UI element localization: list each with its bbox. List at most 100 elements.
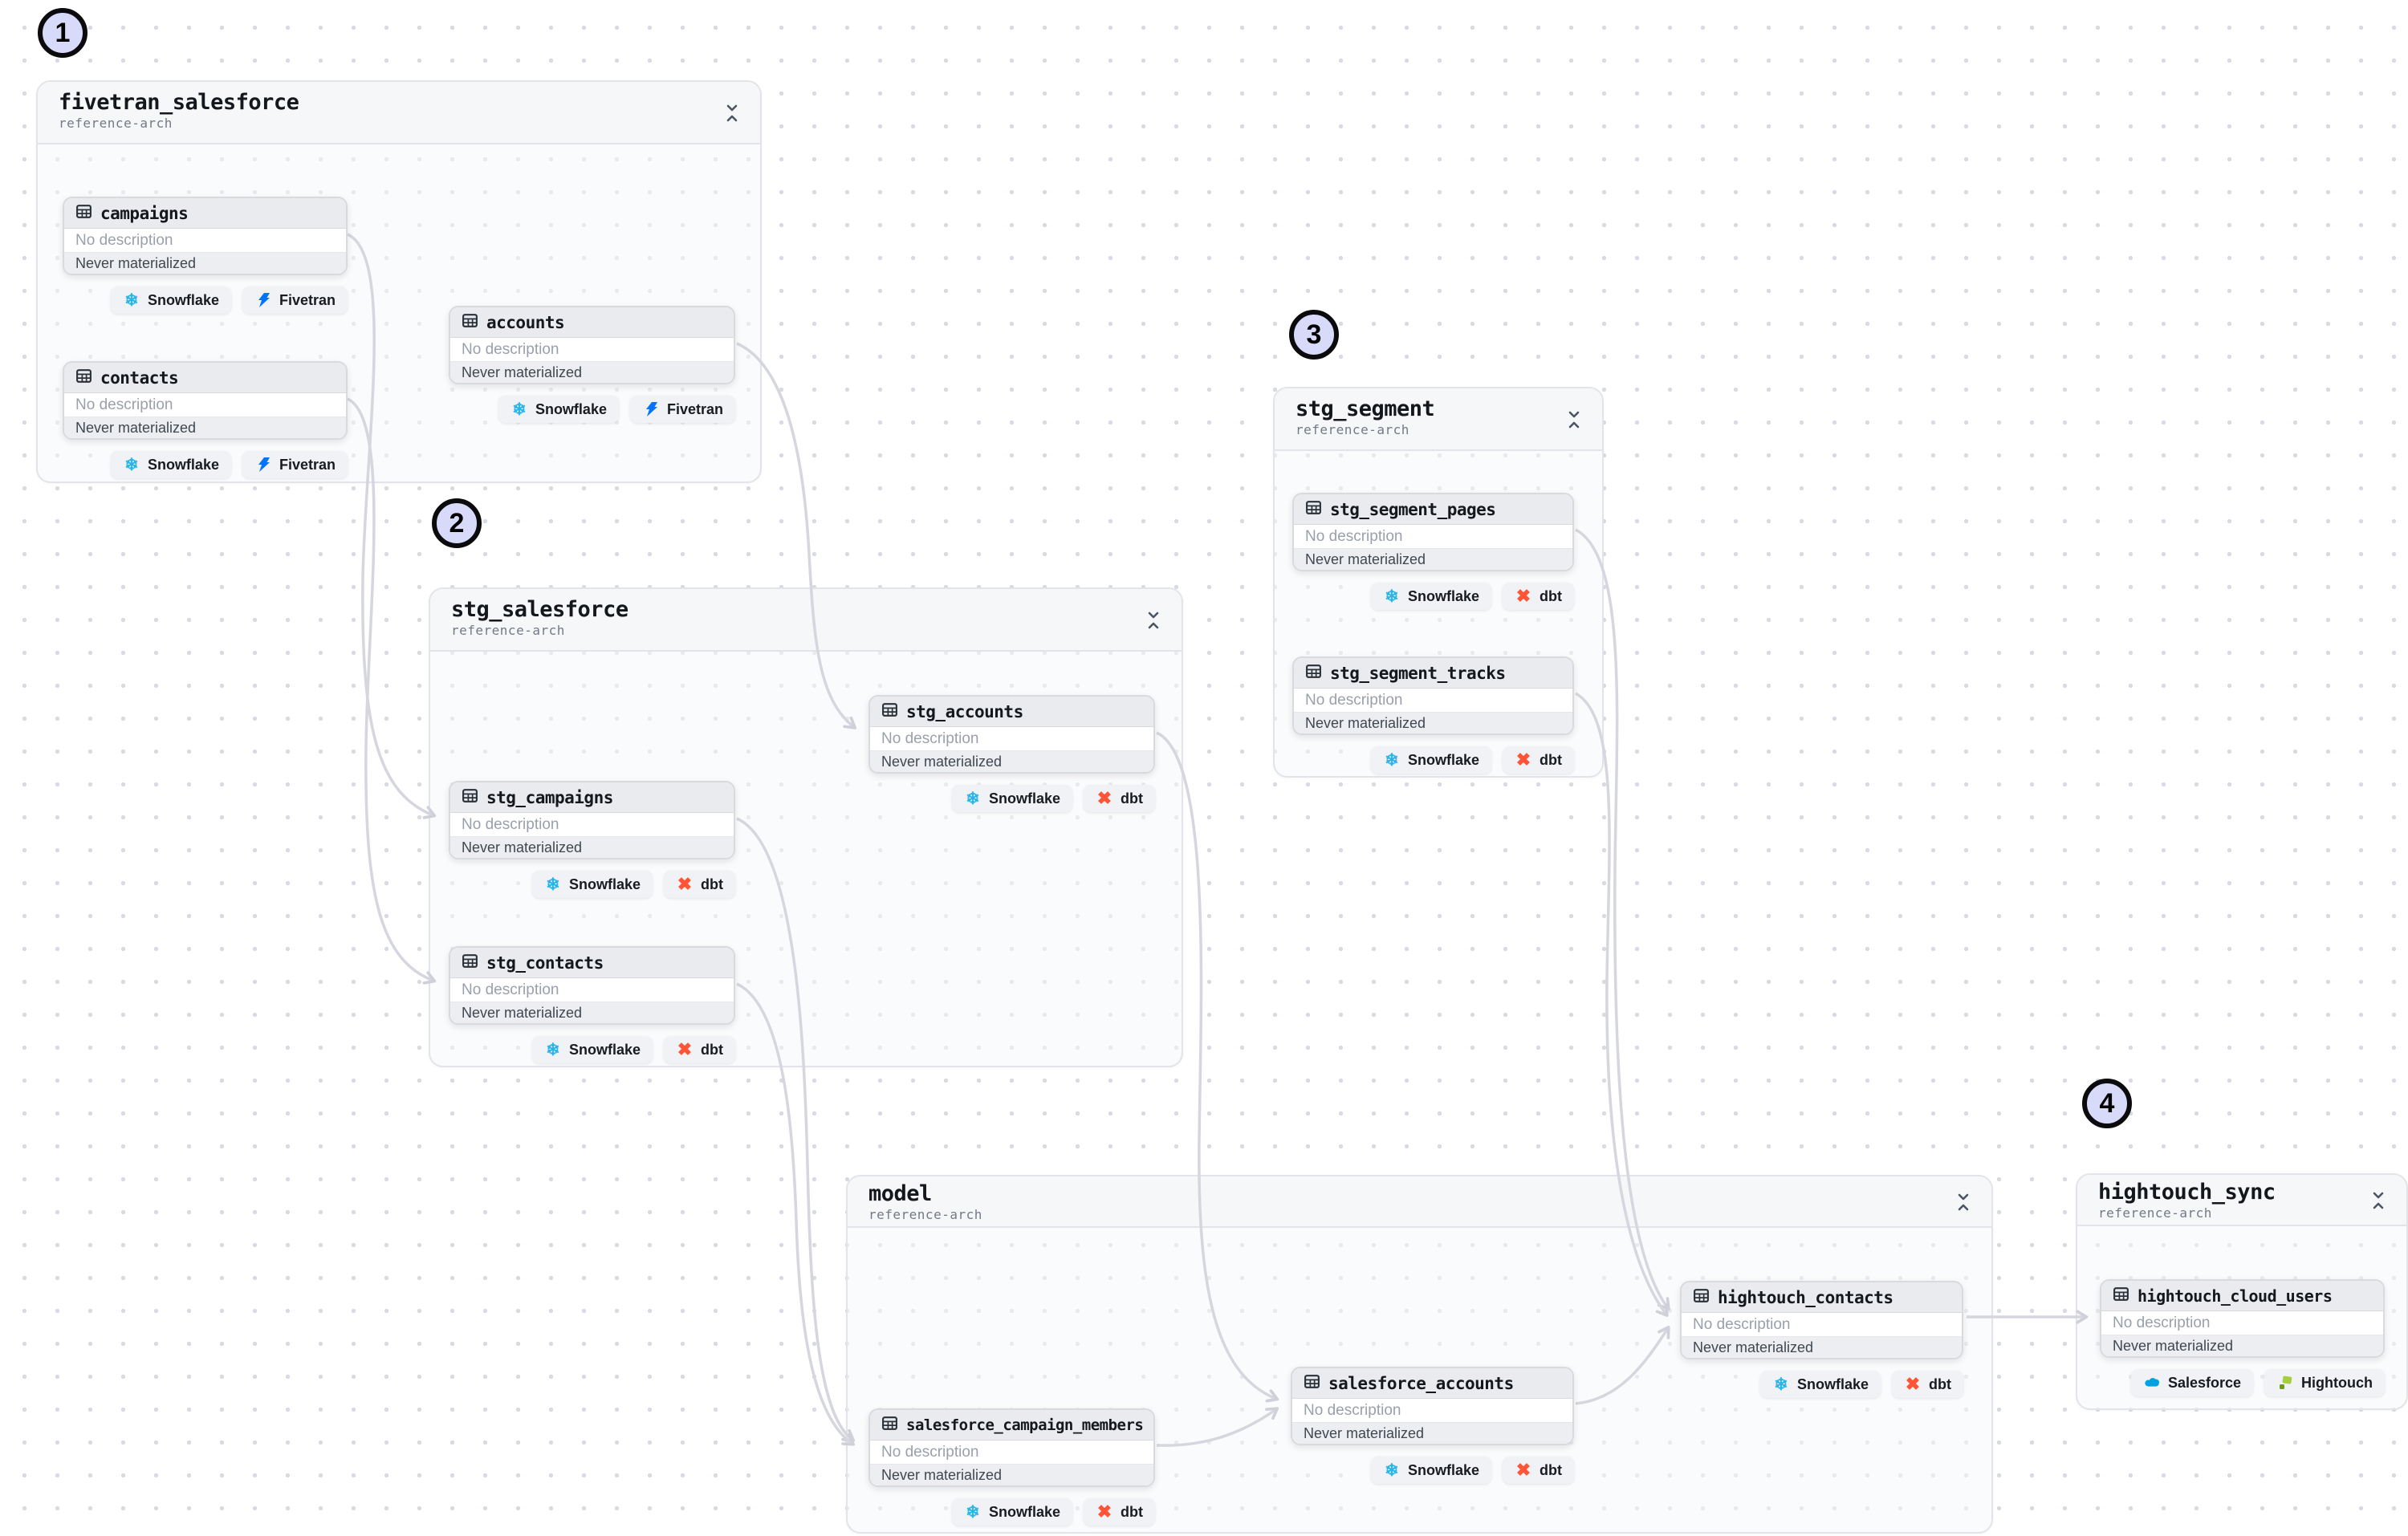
node-salesforce-campaign-members[interactable]: salesforce_campaign_members No descripti… <box>868 1408 1155 1526</box>
group-subtitle: reference-arch <box>868 1207 982 1222</box>
dbt-icon: ✖ <box>677 1039 693 1059</box>
badge-snowflake: ❄Snowflake <box>110 451 231 478</box>
group-subtitle: reference-arch <box>59 116 173 131</box>
collapse-vertical-icon[interactable] <box>2365 1187 2392 1214</box>
table-icon <box>2113 1286 2129 1306</box>
node-description: No description <box>1294 689 1572 713</box>
node-description: No description <box>450 813 734 837</box>
callout-3: 3 <box>1289 310 1339 360</box>
table-icon <box>462 312 478 333</box>
snowflake-icon: ❄ <box>546 875 560 894</box>
group-title: hightouch_sync <box>2098 1180 2276 1205</box>
collapse-vertical-icon[interactable] <box>718 100 746 127</box>
node-stg-segment-tracks[interactable]: stg_segment_tracks No description Never … <box>1292 656 1574 774</box>
hightouch-icon <box>2276 1374 2294 1392</box>
dbt-icon: ✖ <box>1096 788 1112 808</box>
badge-snowflake: ❄Snowflake <box>1370 583 1492 610</box>
fivetran-icon <box>254 291 272 309</box>
group-header[interactable]: fivetran_salesforce reference-arch <box>38 82 760 144</box>
snowflake-icon: ❄ <box>546 1040 560 1059</box>
fivetran-icon <box>254 456 272 473</box>
node-hightouch-contacts[interactable]: hightouch_contacts No description Never … <box>1680 1281 1963 1398</box>
node-description: No description <box>450 978 734 1002</box>
snowflake-icon: ❄ <box>1774 1375 1788 1394</box>
node-status: Never materialized <box>1294 549 1572 570</box>
snowflake-icon: ❄ <box>966 789 980 808</box>
badge-dbt: ✖dbt <box>1503 746 1574 774</box>
badge-dbt: ✖dbt <box>1084 785 1155 812</box>
badge-dbt: ✖dbt <box>1892 1371 1963 1398</box>
node-salesforce-accounts[interactable]: salesforce_accounts No description Never… <box>1291 1367 1574 1484</box>
node-stg-accounts[interactable]: stg_accounts No description Never materi… <box>868 695 1155 812</box>
snowflake-icon: ❄ <box>1385 1461 1399 1480</box>
node-stg-segment-pages[interactable]: stg_segment_pages No description Never m… <box>1292 493 1574 610</box>
snowflake-icon: ❄ <box>1385 587 1399 606</box>
badge-snowflake: ❄Snowflake <box>498 396 619 423</box>
node-description: No description <box>64 393 346 417</box>
badge-snowflake: ❄Snowflake <box>531 1036 653 1063</box>
edge-contacts-stg_contacts <box>347 397 437 985</box>
node-hightouch-cloud-users[interactable]: hightouch_cloud_users No description Nev… <box>2100 1279 2385 1396</box>
node-description: No description <box>870 1441 1153 1465</box>
node-campaigns[interactable]: campaigns No description Never materiali… <box>63 197 348 314</box>
collapse-vertical-icon[interactable] <box>1140 607 1167 634</box>
table-icon <box>462 953 478 973</box>
node-stg-campaigns[interactable]: stg_campaigns No description Never mater… <box>449 781 735 898</box>
node-status: Never materialized <box>1682 1337 1962 1358</box>
badge-snowflake: ❄Snowflake <box>1370 746 1492 774</box>
group-subtitle: reference-arch <box>1296 422 1409 437</box>
group-header[interactable]: model reference-arch <box>848 1176 1991 1228</box>
salesforce-icon <box>2143 1374 2161 1392</box>
snowflake-icon: ❄ <box>1385 750 1399 770</box>
node-status: Never materialized <box>2101 1335 2383 1356</box>
table-icon <box>462 787 478 808</box>
node-status: Never materialized <box>64 253 346 274</box>
snowflake-icon: ❄ <box>512 400 527 419</box>
badge-snowflake: ❄Snowflake <box>951 785 1073 812</box>
node-status: Never materialized <box>64 417 346 438</box>
group-title: stg_segment <box>1296 396 1435 421</box>
group-title: model <box>868 1181 932 1206</box>
node-stg-contacts[interactable]: stg_contacts No description Never materi… <box>449 946 735 1063</box>
node-status: Never materialized <box>870 1465 1153 1485</box>
dbt-icon: ✖ <box>1515 586 1531 606</box>
badge-snowflake: ❄Snowflake <box>110 286 231 314</box>
collapse-vertical-icon[interactable] <box>1950 1189 1977 1216</box>
badge-fivetran: Fivetran <box>629 396 735 423</box>
group-header[interactable]: hightouch_sync reference-arch <box>2077 1175 2406 1226</box>
badge-snowflake: ❄Snowflake <box>531 871 653 898</box>
node-contacts[interactable]: contacts No description Never materializ… <box>63 361 348 478</box>
snowflake-icon: ❄ <box>966 1502 980 1522</box>
badge-fivetran: Fivetran <box>242 451 348 478</box>
group-title: fivetran_salesforce <box>59 90 299 115</box>
badge-fivetran: Fivetran <box>242 286 348 314</box>
fivetran-icon <box>642 400 660 418</box>
dbt-icon: ✖ <box>1515 1460 1531 1480</box>
node-description: No description <box>64 229 346 253</box>
node-description: No description <box>450 338 734 362</box>
badge-dbt: ✖dbt <box>1084 1498 1155 1526</box>
node-description: No description <box>1292 1399 1572 1423</box>
group-title: stg_salesforce <box>451 597 628 622</box>
group-subtitle: reference-arch <box>451 623 565 638</box>
group-header[interactable]: stg_salesforce reference-arch <box>430 589 1182 652</box>
badge-snowflake: ❄Snowflake <box>1759 1371 1881 1398</box>
badge-dbt: ✖dbt <box>1503 583 1574 610</box>
group-header[interactable]: stg_segment reference-arch <box>1275 388 1602 451</box>
callout-2: 2 <box>432 498 482 548</box>
table-icon <box>1305 499 1322 520</box>
dbt-icon: ✖ <box>1905 1374 1921 1394</box>
badge-snowflake: ❄Snowflake <box>1370 1457 1492 1484</box>
table-icon <box>1304 1373 1320 1394</box>
node-accounts[interactable]: accounts No description Never materializ… <box>449 306 735 423</box>
badge-dbt: ✖dbt <box>1503 1457 1574 1484</box>
group-subtitle: reference-arch <box>2098 1205 2212 1221</box>
callout-4: 4 <box>2082 1079 2132 1128</box>
node-description: No description <box>870 727 1153 751</box>
collapse-vertical-icon[interactable] <box>1560 406 1588 433</box>
node-description: No description <box>1682 1313 1962 1337</box>
dbt-icon: ✖ <box>677 874 693 894</box>
node-status: Never materialized <box>870 751 1153 772</box>
node-description: No description <box>2101 1311 2383 1335</box>
